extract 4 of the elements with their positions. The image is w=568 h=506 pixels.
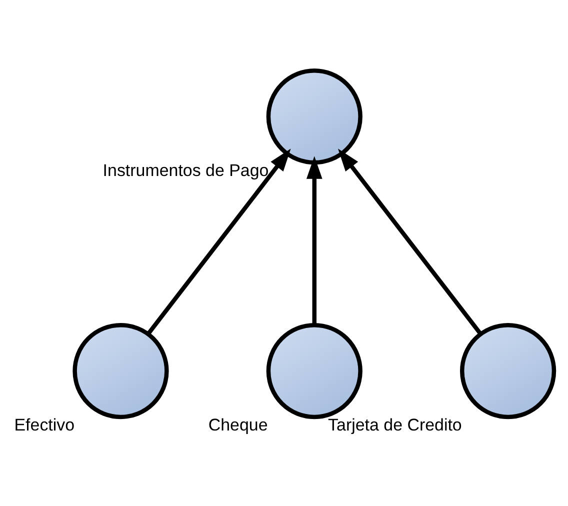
node-label: Tarjeta de Credito: [328, 416, 462, 435]
node-label: Efectivo: [14, 416, 75, 435]
node-label: Instrumentos de Pago: [102, 161, 269, 180]
node-label: Cheque: [208, 416, 268, 435]
